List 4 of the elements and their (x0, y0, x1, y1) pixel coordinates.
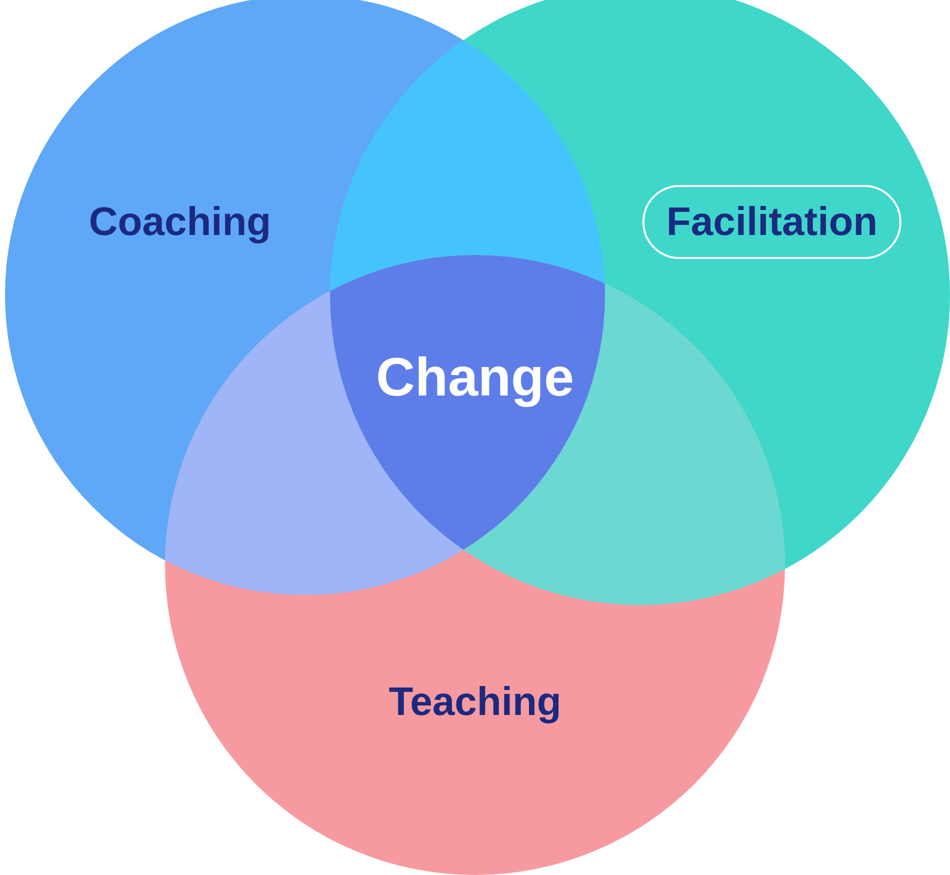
circle-label: Coaching (88, 199, 272, 246)
center-label: Change (376, 346, 574, 410)
circle-label: Teaching (388, 679, 562, 726)
pill-label: Facilitation (642, 185, 902, 259)
